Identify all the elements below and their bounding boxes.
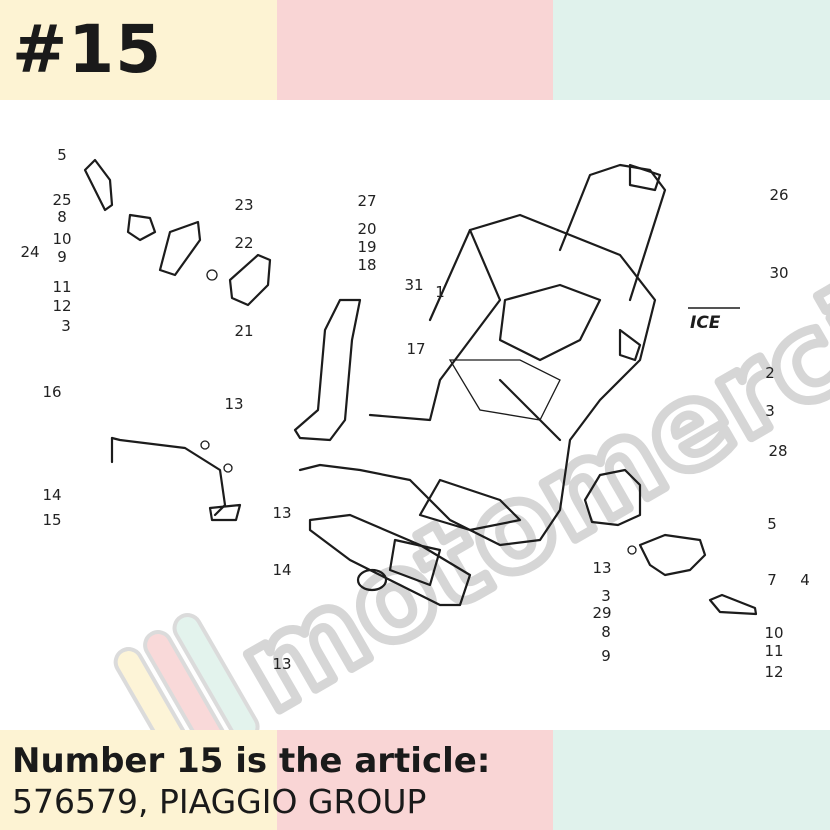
callout-label-13: 13 bbox=[224, 395, 243, 413]
callout-label-10: 10 bbox=[52, 230, 71, 248]
callout-label-3: 3 bbox=[61, 317, 71, 335]
callout-label-9: 9 bbox=[57, 248, 67, 266]
article-caption-value: 576579, PIAGGIO GROUP bbox=[12, 782, 427, 821]
left-upper-bracket bbox=[83, 158, 272, 307]
callout-label-13: 13 bbox=[592, 559, 611, 577]
callout-label-2: 2 bbox=[765, 364, 775, 382]
footer-band-pink bbox=[277, 730, 553, 830]
callout-label-4: 4 bbox=[800, 571, 810, 589]
callout-label-8: 8 bbox=[57, 208, 67, 226]
footer-band-mint bbox=[553, 730, 830, 830]
callout-label-19: 19 bbox=[357, 238, 376, 256]
callout-label-20: 20 bbox=[357, 220, 376, 238]
callout-label-30: 30 bbox=[769, 264, 788, 282]
right-engine-mount bbox=[583, 468, 758, 616]
callout-label-18: 18 bbox=[357, 256, 376, 274]
callout-label-14: 14 bbox=[42, 486, 61, 504]
callout-label-21: 21 bbox=[234, 322, 253, 340]
callout-label-17: 17 bbox=[406, 340, 425, 358]
callout-label-11: 11 bbox=[764, 642, 783, 660]
callout-label-10: 10 bbox=[764, 624, 783, 642]
ice-stamp: ICE bbox=[688, 307, 740, 333]
footer-band-yellow bbox=[0, 730, 277, 830]
callout-label-5: 5 bbox=[767, 515, 777, 533]
callout-label-3: 3 bbox=[765, 402, 775, 420]
callout-label-9: 9 bbox=[601, 647, 611, 665]
header-band-pink bbox=[277, 0, 553, 100]
callout-label-27: 27 bbox=[357, 192, 376, 210]
scooter-frame bbox=[293, 163, 667, 587]
header-band-mint bbox=[553, 0, 830, 100]
callout-label-29: 29 bbox=[592, 604, 611, 622]
exploded-parts-diagram: motomercia bbox=[20, 146, 830, 730]
item-number-badge: #15 bbox=[12, 11, 163, 88]
callout-label-14: 14 bbox=[272, 561, 291, 579]
frame-crossbar bbox=[308, 513, 472, 607]
ice-stamp-text: ICE bbox=[690, 313, 721, 333]
callout-label-25: 25 bbox=[52, 191, 71, 209]
callout-label-7: 7 bbox=[767, 571, 777, 589]
callout-label-16: 16 bbox=[42, 383, 61, 401]
callout-label-12: 12 bbox=[764, 663, 783, 681]
callout-label-13: 13 bbox=[272, 655, 291, 673]
callout-label-28: 28 bbox=[768, 442, 787, 460]
callout-label-26: 26 bbox=[769, 186, 788, 204]
callout-label-13: 13 bbox=[272, 504, 291, 522]
callout-label-23: 23 bbox=[234, 196, 253, 214]
callout-label-31: 31 bbox=[404, 276, 423, 294]
article-caption-heading: Number 15 is the article: bbox=[12, 741, 491, 781]
callout-label-11: 11 bbox=[52, 278, 71, 296]
callout-label-1: 1 bbox=[435, 283, 445, 301]
callout-label-3: 3 bbox=[601, 587, 611, 605]
watermark-text: motomercia bbox=[216, 223, 830, 730]
callout-label-15: 15 bbox=[42, 511, 61, 529]
header-band-yellow bbox=[0, 0, 277, 100]
callout-label-22: 22 bbox=[234, 234, 253, 252]
callout-label-12: 12 bbox=[52, 297, 71, 315]
callout-label-5: 5 bbox=[57, 146, 67, 164]
callout-label-8: 8 bbox=[601, 623, 611, 641]
left-lower-tube bbox=[110, 436, 242, 522]
callout-label-24: 24 bbox=[20, 243, 39, 261]
